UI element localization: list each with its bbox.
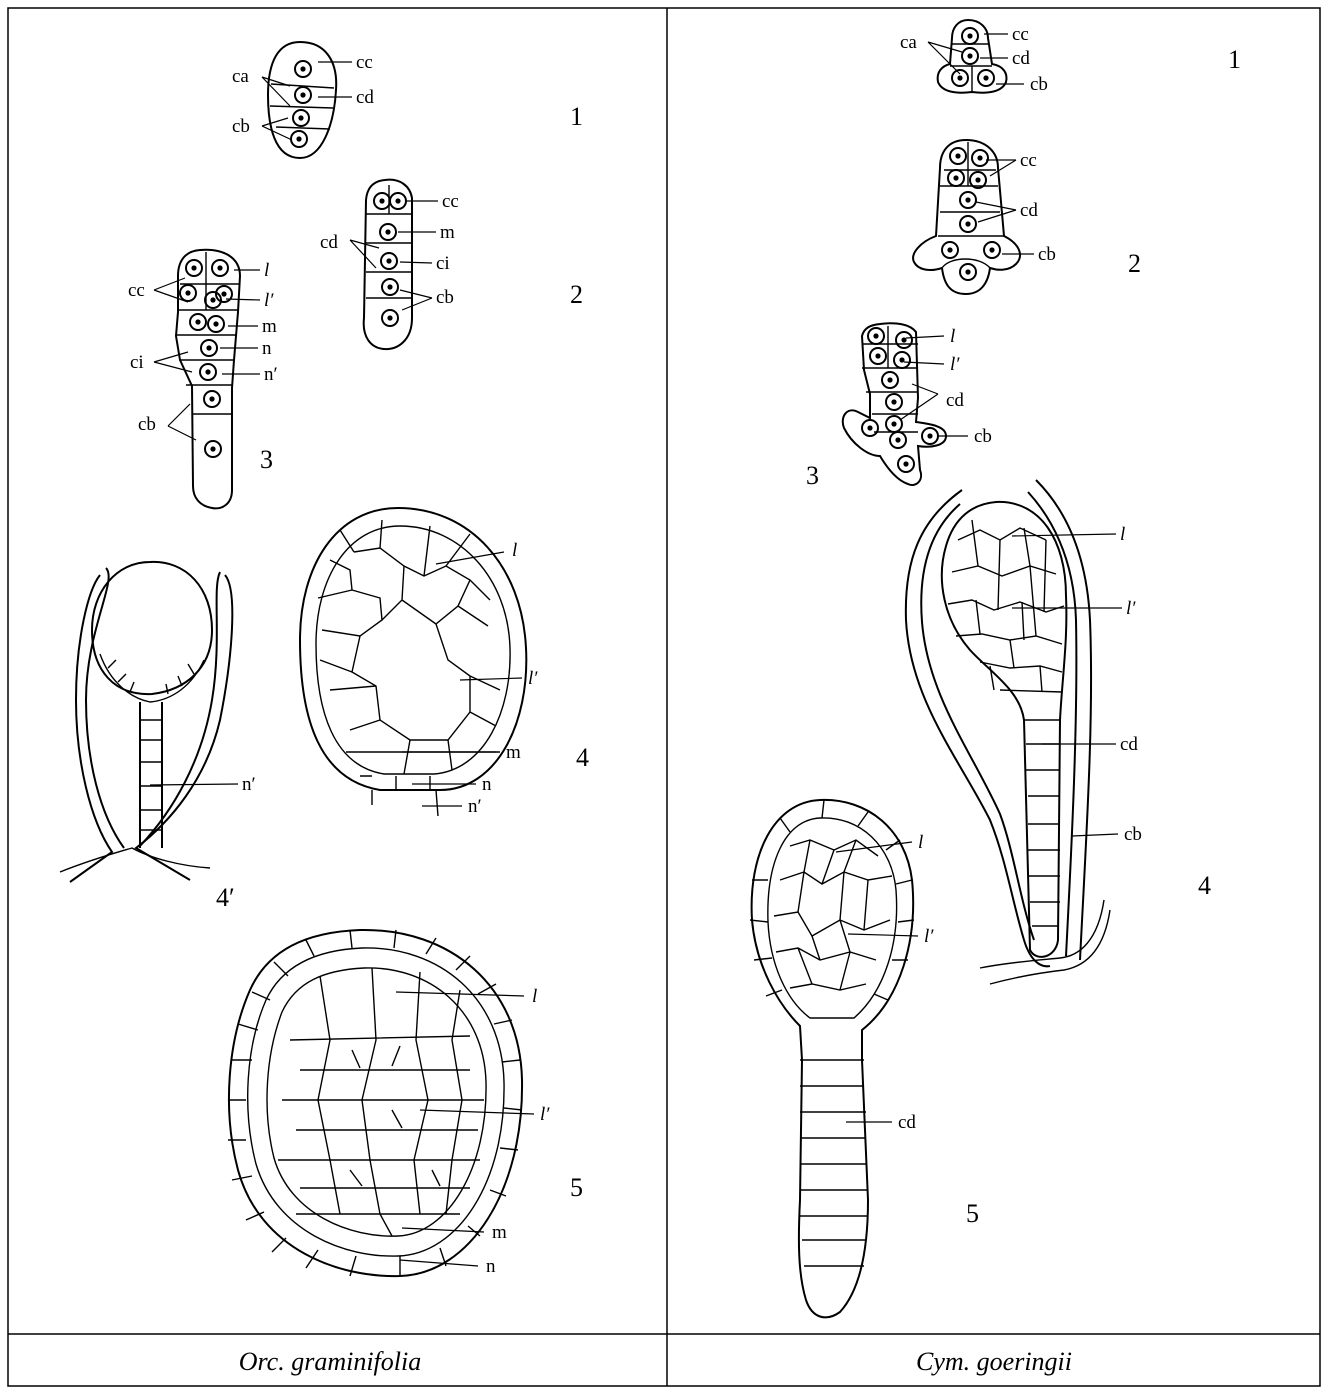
right-fig4-label-cb: cb bbox=[1124, 824, 1142, 845]
left-fig4-label-l-prime: l′ bbox=[528, 668, 538, 689]
left-fig3-label-n: n bbox=[262, 338, 272, 359]
right-fig2-label-cc: cc bbox=[1020, 150, 1037, 171]
right-fig4-label-l: l bbox=[1120, 524, 1125, 545]
right-fig3-proembryo: l l′ cd cb 3 bbox=[806, 323, 992, 490]
left-fig1-label-ca: ca bbox=[232, 66, 249, 87]
left-fig4-label-m: m bbox=[506, 742, 521, 763]
left-fig3-label-m: m bbox=[262, 316, 277, 337]
right-fig1-label-cb: cb bbox=[1030, 74, 1048, 95]
left-fig1-label-cc: cc bbox=[356, 52, 373, 73]
right-fig4-label-l-prime: l′ bbox=[1126, 598, 1136, 619]
left-fig2-label-cb: cb bbox=[436, 287, 454, 308]
right-stage-number-3: 3 bbox=[806, 461, 819, 490]
left-fig5-globular-embryo: l l′ m n 5 bbox=[228, 930, 583, 1277]
plate-frame bbox=[8, 8, 1320, 1386]
right-stage-number-2: 2 bbox=[1128, 249, 1141, 278]
left-fig4-globular-embryo: l l′ m n n′ 4 bbox=[300, 508, 589, 817]
left-fig4-label-n: n bbox=[482, 774, 492, 795]
left-fig5-label-l-prime: l′ bbox=[540, 1104, 550, 1125]
right-caption: Cym. goeringii bbox=[916, 1347, 1072, 1376]
left-fig2-label-m: m bbox=[440, 222, 455, 243]
left-stage-number-5: 5 bbox=[570, 1173, 583, 1202]
right-fig2-label-cb: cb bbox=[1038, 244, 1056, 265]
left-caption: Orc. graminifolia bbox=[239, 1347, 421, 1376]
left-fig3-label-cc: cc bbox=[128, 280, 145, 301]
right-fig4-label-cd: cd bbox=[1120, 734, 1138, 755]
right-fig2-proembryo: cc cd cb 2 bbox=[913, 140, 1141, 294]
left-fig4-label-l: l bbox=[512, 540, 517, 561]
left-fig5-label-m: m bbox=[492, 1222, 507, 1243]
left-fig5-label-l: l bbox=[532, 986, 537, 1007]
left-fig2-label-cc: cc bbox=[442, 191, 459, 212]
left-stage-number-2: 2 bbox=[570, 280, 583, 309]
left-stage-number-4-prime: 4′ bbox=[216, 883, 235, 912]
right-stage-number-1: 1 bbox=[1228, 45, 1241, 74]
left-stage-number-1: 1 bbox=[570, 102, 583, 131]
right-fig5-label-cd: cd bbox=[898, 1112, 916, 1133]
left-fig5-label-n: n bbox=[486, 1256, 496, 1277]
left-fig4-prime-embryo: n′ 4′ bbox=[60, 562, 256, 912]
left-fig3-label-l: l bbox=[264, 260, 269, 281]
left-fig3-label-ci: ci bbox=[130, 352, 144, 373]
left-fig2-label-cd: cd bbox=[320, 232, 338, 253]
right-panel: cc ca cd cb 1 cc bbox=[750, 20, 1241, 1376]
left-fig3-label-l-prime: l′ bbox=[264, 290, 274, 311]
left-fig1-proembryo: ca cc cd cb 1 bbox=[232, 42, 583, 158]
right-fig3-label-cb: cb bbox=[974, 426, 992, 447]
right-fig3-label-l-prime: l′ bbox=[950, 354, 960, 375]
right-fig5-label-l: l bbox=[918, 832, 923, 853]
right-fig3-label-cd: cd bbox=[946, 390, 964, 411]
right-fig3-label-l: l bbox=[950, 326, 955, 347]
right-fig1-label-cd: cd bbox=[1012, 48, 1030, 69]
left-panel: ca cc cd cb 1 cc m cd bbox=[60, 42, 589, 1376]
right-stage-number-5: 5 bbox=[966, 1199, 979, 1228]
left-fig3-proembryo: l cc l′ m n ci n′ cb 3 bbox=[128, 250, 278, 509]
right-fig5-embryo: l l′ cd 5 bbox=[750, 800, 979, 1317]
left-fig4-label-n-prime: n′ bbox=[468, 796, 482, 817]
left-stage-number-3: 3 bbox=[260, 445, 273, 474]
right-fig1-label-ca: ca bbox=[900, 32, 917, 53]
left-stage-number-4: 4 bbox=[576, 743, 589, 772]
left-fig2-proembryo: cc m cd ci cb 2 bbox=[320, 180, 583, 349]
left-fig2-label-ci: ci bbox=[436, 253, 450, 274]
right-fig4-embryo: l l′ cd cb 4 bbox=[906, 480, 1211, 984]
left-fig1-label-cd: cd bbox=[356, 87, 374, 108]
left-fig3-label-cb: cb bbox=[138, 414, 156, 435]
right-fig1-proembryo: cc ca cd cb 1 bbox=[900, 20, 1241, 95]
right-fig1-label-cc: cc bbox=[1012, 24, 1029, 45]
right-fig2-label-cd: cd bbox=[1020, 200, 1038, 221]
right-fig5-label-l-prime: l′ bbox=[924, 926, 934, 947]
right-stage-number-4: 4 bbox=[1198, 871, 1211, 900]
left-fig3-label-n-prime: n′ bbox=[264, 364, 278, 385]
left-fig1-label-cb: cb bbox=[232, 116, 250, 137]
left-fig4p-label-n-prime: n′ bbox=[242, 774, 256, 795]
